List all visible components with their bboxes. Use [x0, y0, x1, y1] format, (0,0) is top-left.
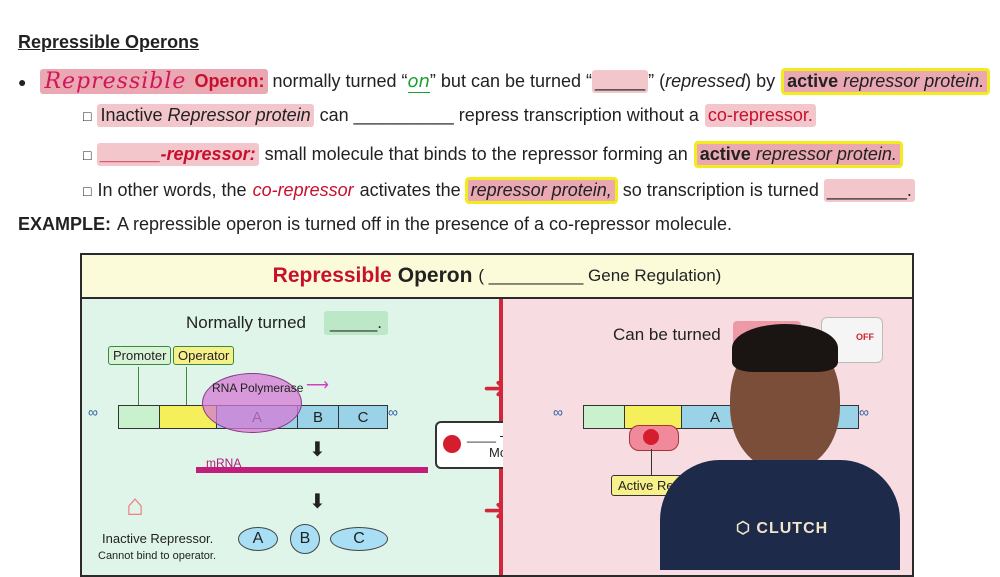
term-co-repressor: ______-repressor:: [97, 143, 259, 166]
handwritten-word: Repressible: [44, 69, 187, 94]
example-label: EXAMPLE:: [18, 214, 112, 234]
active-repressor-highlight: active repressor protein.: [781, 68, 991, 95]
arrow-down-icon: ⬇: [309, 491, 326, 513]
text: ” but can be turned “: [429, 71, 593, 91]
mrna-strand: [196, 467, 428, 473]
page-heading: Repressible Operons: [18, 32, 200, 52]
shirt-logo: ⬡ CLUTCH: [736, 518, 828, 538]
text-repressor-protein: Repressor protein: [167, 105, 311, 125]
protein-c: C: [330, 527, 388, 551]
mrna-label: mRNA: [206, 456, 242, 470]
protein-label: B: [299, 530, 311, 547]
bullet: ●: [18, 73, 27, 90]
gene-label: C: [357, 408, 369, 426]
repressor-molecule-icon: [443, 435, 461, 453]
gene-c: C: [338, 405, 388, 429]
gene-b: B: [297, 405, 339, 429]
bullet-line-2: □ Inactive Repressor protein can _______…: [83, 104, 816, 127]
text: ” (: [648, 71, 666, 91]
promoter-region: [583, 405, 625, 429]
text-repressed: repressed: [665, 71, 746, 91]
presenter-video: ⬡ CLUTCH: [660, 324, 900, 570]
text: In other words, the: [97, 180, 247, 200]
gene-label: B: [312, 408, 323, 426]
hexagon-icon: ⬡: [736, 520, 751, 537]
checkbox-icon: □: [83, 107, 92, 124]
dna-icon: ∞: [88, 404, 98, 420]
rna-polymerase: [202, 373, 302, 433]
dna-icon: ∞: [859, 404, 869, 420]
operator-line: [186, 367, 187, 405]
example-line: EXAMPLE: A repressible operon is turned …: [18, 214, 732, 235]
presenter-shirt: ⬡ CLUTCH: [660, 460, 900, 570]
can-be-turned-label: Can be turned: [613, 325, 721, 344]
bullet-line-1: ● Repressible Operon: normally turned “ …: [18, 68, 991, 95]
handwritten-on: on: [407, 70, 430, 93]
text-co-repressor: co-repressor: [252, 180, 354, 200]
arrow-down-icon: ⬇: [309, 439, 326, 461]
text: can __________ repress transcription wit…: [319, 105, 699, 125]
checkbox-icon: □: [83, 182, 92, 199]
text: ) by: [745, 71, 776, 91]
term-repressible-operon: Repressible Operon:: [40, 69, 269, 94]
protein-label: C: [353, 530, 365, 547]
inactive-repressor-icon: ⌂: [126, 489, 145, 522]
gene-label: A: [709, 408, 720, 426]
repressor-protein-highlight: repressor protein,: [464, 177, 618, 204]
diagram-title: Repressible Operon ( __________ Gene Reg…: [82, 255, 912, 299]
text-repressor-protein: repressor protein.: [843, 71, 985, 91]
protein-a: A: [238, 527, 278, 551]
inactive-repressor-label: Inactive Repressor.: [102, 531, 214, 546]
switch-label: OFF: [856, 332, 874, 342]
text-inactive: Inactive: [100, 105, 163, 125]
inactive-repressor-highlight: Inactive Repressor protein: [97, 104, 314, 127]
title-repressible: Repressible: [272, 264, 392, 287]
operon-diagram: Repressible Operon ( __________ Gene Reg…: [80, 253, 914, 577]
dna-icon: ∞: [553, 404, 563, 420]
blank-on: _____.: [324, 311, 388, 335]
shirt-text: CLUTCH: [756, 520, 829, 537]
left-panel: Normally turned _____. Promoter Operator…: [82, 299, 499, 575]
text-active: active: [699, 144, 751, 164]
normally-turned-label: Normally turned _____.: [186, 311, 388, 335]
presenter-hair: [732, 324, 838, 372]
text-repressor-protein: repressor protein.: [755, 144, 897, 164]
operon-term: Operon:: [194, 71, 265, 91]
arrow-right-icon: ⟶: [306, 377, 329, 394]
label-line: [651, 449, 652, 477]
bullet-line-3: □ ______-repressor: small molecule that …: [83, 141, 903, 168]
promoter-region: [118, 405, 160, 429]
repressor-molecule-icon: [643, 429, 659, 445]
blank-off: ________.: [823, 179, 915, 202]
checkbox-icon: □: [83, 146, 92, 163]
bullet-line-4: □ In other words, the co-repressor activ…: [83, 177, 915, 204]
text: so transcription is turned: [622, 180, 819, 200]
title-gene-regulation: ( __________ Gene Regulation): [478, 266, 722, 285]
protein-label: A: [252, 530, 264, 547]
blank-off: _____: [592, 70, 649, 93]
promoter-tag: Promoter: [108, 346, 172, 365]
text: Normally turned: [186, 313, 306, 332]
inactive-repressor-note: Cannot bind to operator.: [98, 550, 217, 562]
text: small molecule that binds to the repress…: [264, 144, 688, 164]
text-co-repressor: co-repressor.: [704, 104, 816, 127]
text: normally turned “: [272, 71, 408, 91]
dna-icon: ∞: [388, 404, 398, 420]
promoter-line: [138, 367, 139, 405]
operator-tag: Operator: [173, 346, 235, 365]
protein-b: B: [290, 524, 320, 554]
text-active: active: [787, 71, 839, 91]
title-operon: Operon: [397, 264, 473, 287]
rna-polymerase-label: RNA Polymerase: [212, 381, 304, 395]
active-repressor-highlight: active repressor protein.: [693, 141, 903, 168]
text: activates the: [359, 180, 461, 200]
example-text: A repressible operon is turned off in th…: [117, 214, 733, 234]
